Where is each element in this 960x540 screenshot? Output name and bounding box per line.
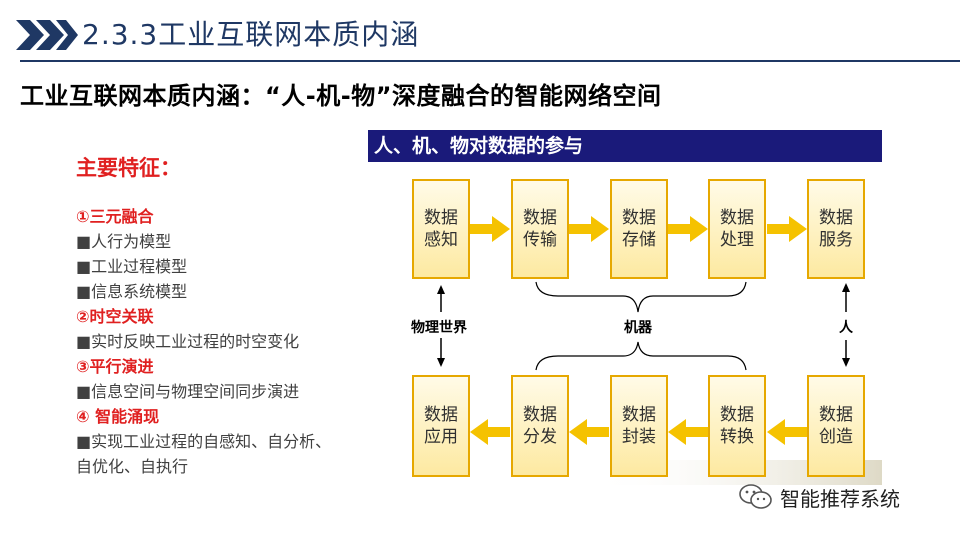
top-brace <box>535 281 747 313</box>
box-label-line: 数据 <box>720 208 754 228</box>
feature-item: ■信息空间与物理空间同步演进 <box>76 382 300 401</box>
box-label-line: 数据 <box>523 208 557 228</box>
box-label-line: 处理 <box>720 230 754 250</box>
bottom-brace <box>535 341 747 371</box>
arrow-right <box>470 216 510 242</box>
data-flow-diagram: 人、机、物对数据的参与 数据 感知 数据 传输 数据 存储 数据 处理 数据 服… <box>368 130 882 485</box>
feature-item: ■实现工业过程的自感知、自分析、自优化、自执行 <box>76 432 332 476</box>
box-convert <box>708 375 766 477</box>
bottom-flow-arrows <box>470 419 807 445</box>
arrow-left <box>569 419 609 445</box>
feature-item: ■信息系统模型 <box>76 282 188 301</box>
feature-item: ■实时反映工业过程的时空变化 <box>76 332 300 351</box>
box-label-distribute: 数据 分发 <box>512 404 568 448</box>
watermark-text: 智能推荐系统 <box>780 486 900 511</box>
box-label-apply: 数据 应用 <box>413 404 469 448</box>
box-store <box>610 179 668 279</box>
box-label-encapsulate: 数据 封装 <box>611 404 667 448</box>
slide-subtitle: 工业互联网本质内涵：“人-机-物”深度融合的智能网络空间 <box>20 82 662 110</box>
box-label-process: 数据 处理 <box>709 207 765 251</box>
box-label-line: 应用 <box>424 427 458 447</box>
box-label-line: 数据 <box>819 405 853 425</box>
feature-item: ■人行为模型 <box>76 232 172 251</box>
box-label-line: 分发 <box>523 427 557 447</box>
arrow-right <box>767 216 807 242</box>
page-title: 2.3.3工业互联网本质内涵 <box>82 18 420 51</box>
box-label-sense: 数据 感知 <box>413 207 469 251</box>
box-label-serve: 数据 服务 <box>808 207 864 251</box>
box-serve <box>807 179 865 279</box>
box-label-line: 感知 <box>424 230 458 250</box>
diagram-title: 人、机、物对数据的参与 <box>368 130 882 162</box>
box-sense <box>412 179 470 279</box>
machine-braces <box>535 281 747 371</box>
feature-item: ■工业过程模型 <box>76 257 188 276</box>
feature-title-3: ③平行演进 <box>76 357 154 376</box>
feature-title-1: ①三元融合 <box>76 207 154 226</box>
box-label-line: 创造 <box>819 427 853 447</box>
wechat-icon <box>739 484 772 509</box>
bottom-row-boxes <box>412 375 865 477</box>
box-apply <box>412 375 470 477</box>
arrow-left <box>668 419 708 445</box>
features-heading: 主要特征： <box>76 156 181 180</box>
box-label-line: 数据 <box>819 208 853 228</box>
box-transmit <box>511 179 569 279</box>
box-label-line: 数据 <box>523 405 557 425</box>
arrow-right <box>668 216 708 242</box>
box-label-line: 服务 <box>819 230 853 250</box>
features-list: ①三元融合 ■人行为模型 ■工业过程模型 ■信息系统模型 ②时空关联 ■实时反映… <box>76 204 346 479</box>
feature-title-4: ④ 智能涌现 <box>76 407 160 426</box>
header-divider <box>20 60 960 62</box>
box-label-line: 数据 <box>622 208 656 228</box>
arrow-left <box>470 419 510 445</box>
top-flow-arrows <box>470 216 807 242</box>
box-process <box>708 179 766 279</box>
vertical-arrows <box>437 283 850 367</box>
box-label-line: 封装 <box>622 427 656 447</box>
box-label-line: 转换 <box>720 427 754 447</box>
box-create <box>807 375 865 477</box>
box-distribute <box>511 375 569 477</box>
box-label-line: 数据 <box>720 405 754 425</box>
arrow-left <box>767 419 807 445</box>
box-label-create: 数据 创造 <box>808 404 864 448</box>
box-label-line: 数据 <box>622 405 656 425</box>
box-label-transmit: 数据 传输 <box>512 207 568 251</box>
arrow-right <box>569 216 609 242</box>
wechat-watermark: 智能推荐系统 <box>738 482 900 512</box>
box-label-line: 数据 <box>424 405 458 425</box>
feature-title-2: ②时空关联 <box>76 307 154 326</box>
label-physical-world: 物理世界 <box>411 320 467 336</box>
box-label-store: 数据 存储 <box>611 207 667 251</box>
box-label-convert: 数据 转换 <box>709 404 765 448</box>
box-label-line: 传输 <box>523 230 557 250</box>
chevron-double-icon <box>16 20 78 50</box>
box-label-line: 存储 <box>622 230 656 250</box>
label-machine: 机器 <box>624 320 652 336</box>
diagram-graphics <box>412 179 882 485</box>
box-label-line: 数据 <box>424 208 458 228</box>
label-human: 人 <box>839 320 853 336</box>
top-row-boxes <box>412 179 865 279</box>
box-encapsulate <box>610 375 668 477</box>
